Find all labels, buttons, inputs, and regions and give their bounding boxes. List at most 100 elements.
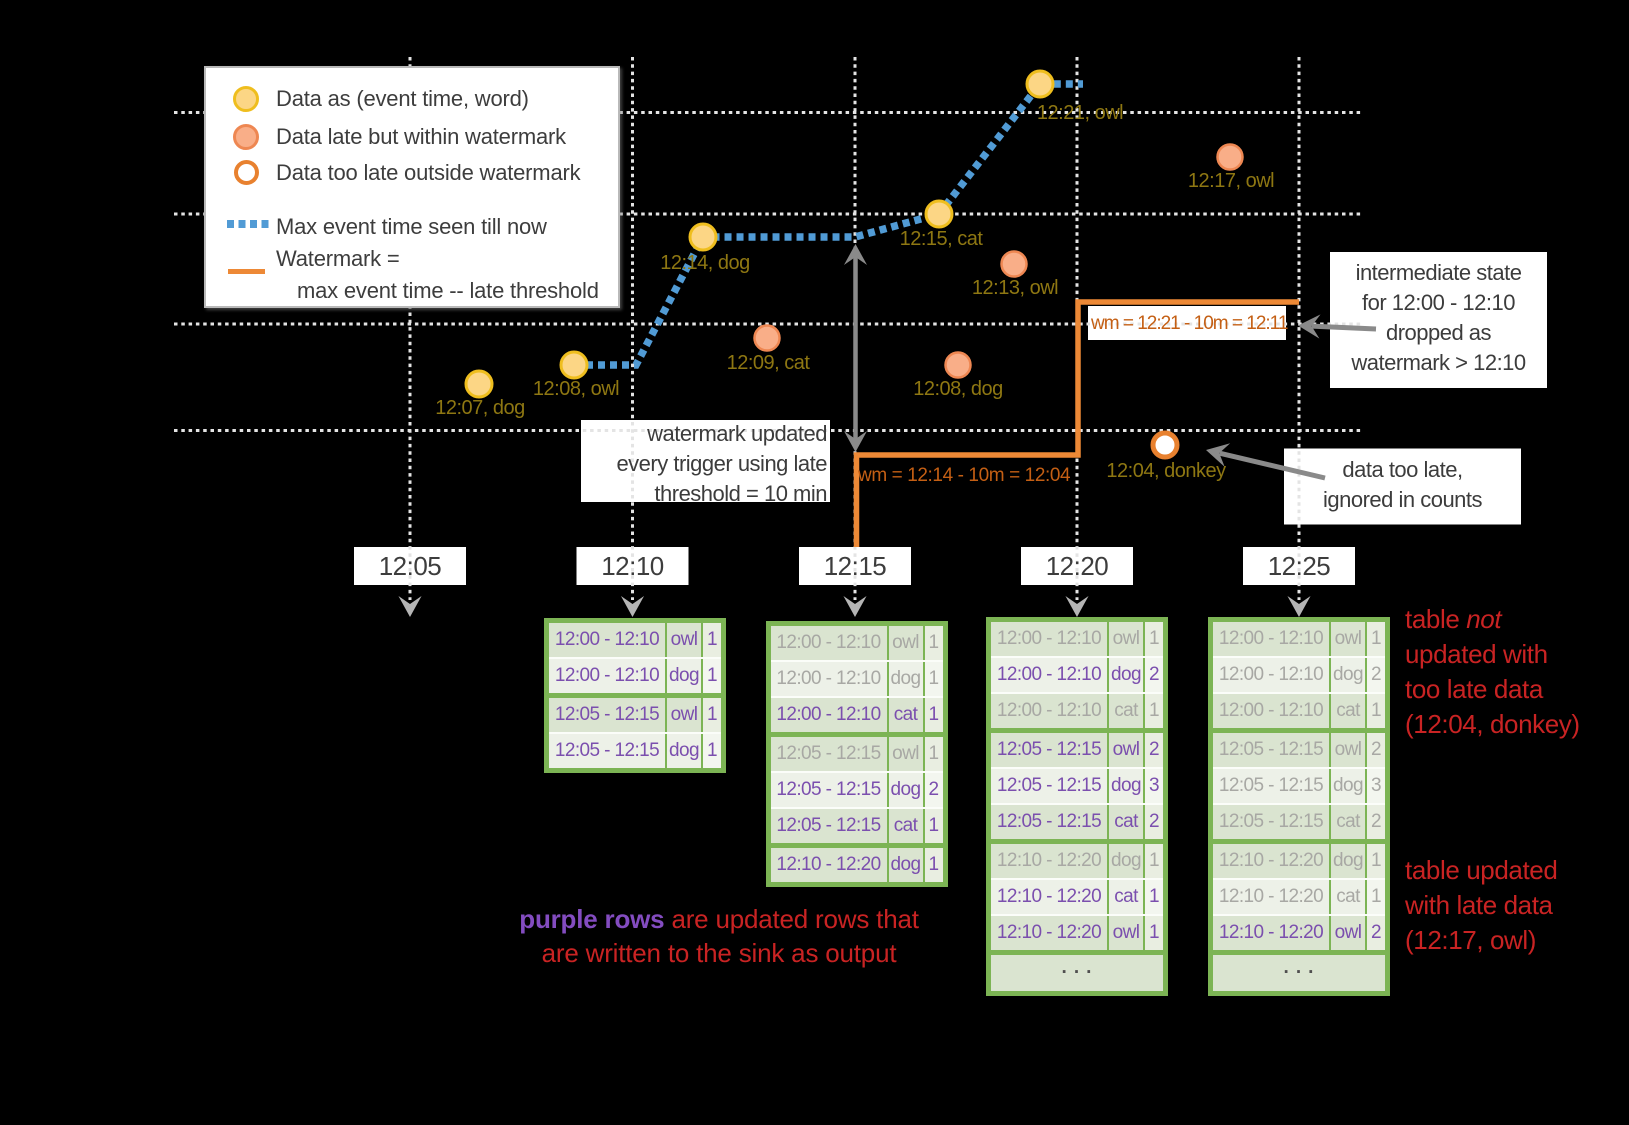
callout-arrow-shaft bbox=[1219, 450, 1326, 481]
cell-word: owl bbox=[1109, 622, 1143, 656]
note-line: too late data bbox=[1405, 673, 1543, 704]
cell-window: 12:00 - 12:10 bbox=[770, 697, 887, 732]
data-point-label: 12:08, owl bbox=[533, 378, 619, 400]
callout-arrowhead-icon bbox=[1206, 443, 1231, 467]
note-table-not-updated: table not updated with too late data (12… bbox=[1405, 602, 1580, 742]
trigger-time-label: 12:15 bbox=[823, 551, 887, 581]
cell-word: dog bbox=[1331, 769, 1365, 803]
data-point-label: 12:09, cat bbox=[727, 352, 811, 374]
table-row-separator bbox=[991, 692, 1163, 694]
note-line: table updated bbox=[1405, 854, 1558, 885]
legend-item-label: Data late but within watermark bbox=[276, 124, 566, 149]
cell-word: dog bbox=[1109, 658, 1143, 692]
table-group-separator bbox=[1213, 839, 1385, 844]
data-point-too-late bbox=[1150, 430, 1180, 460]
watermark-label-box bbox=[1088, 306, 1286, 340]
cell-word: owl bbox=[667, 623, 701, 657]
legend-item-label: Max event time seen till now bbox=[276, 214, 547, 239]
legend-yellow-dot-icon bbox=[233, 86, 259, 112]
data-point-late-ok bbox=[753, 324, 781, 352]
table-row-separator bbox=[1213, 767, 1385, 769]
table-row-separator bbox=[770, 806, 943, 809]
callout-arrow-shaft bbox=[1311, 323, 1377, 332]
cell-window: 12:05 - 12:15 bbox=[770, 736, 887, 771]
cell-count: 2 bbox=[1367, 658, 1385, 692]
cell-window: 12:05 - 12:15 bbox=[991, 805, 1107, 839]
legend-orange-line-icon bbox=[228, 269, 265, 274]
trigger-arrowhead-icon bbox=[1065, 596, 1089, 617]
cell-word: dog bbox=[1331, 844, 1365, 878]
legend-item-label: max event time -- late threshold bbox=[297, 278, 599, 303]
table-row-separator bbox=[770, 770, 943, 773]
cell-word: dog bbox=[1331, 658, 1365, 692]
data-point-label: 12:17, owl bbox=[1188, 170, 1274, 192]
trigger-time-label: 12:25 bbox=[1267, 551, 1331, 581]
cell-count: 1 bbox=[1145, 694, 1163, 728]
table-row-separator bbox=[991, 878, 1163, 880]
trigger-arrowhead-icon bbox=[398, 596, 422, 617]
callout-line: watermark > 12:10 bbox=[1351, 350, 1526, 375]
cell-count: 1 bbox=[703, 734, 721, 768]
cell-word: owl bbox=[1331, 622, 1365, 656]
cell-window: 12:05 - 12:15 bbox=[1213, 769, 1329, 803]
cell-count: 2 bbox=[924, 772, 943, 807]
cell-count: 1 bbox=[924, 697, 943, 732]
cell-word: cat bbox=[1109, 694, 1143, 728]
cell-word: cat bbox=[888, 697, 923, 732]
callout-line: data too late, bbox=[1342, 457, 1463, 482]
cell-count: 1 bbox=[703, 698, 721, 732]
trigger-arrowhead-icon bbox=[843, 596, 867, 617]
cell-window: 12:10 - 12:20 bbox=[770, 847, 887, 882]
data-point-label: 12:08, dog bbox=[913, 378, 1003, 400]
cell-word: owl bbox=[667, 698, 701, 732]
data-point-on-time bbox=[688, 222, 718, 252]
data-point-label: 12:14, dog bbox=[660, 252, 750, 274]
callout-line: every trigger using late bbox=[616, 451, 827, 476]
data-point-label: 12:04, donkey bbox=[1106, 460, 1226, 482]
cell-window: 12:00 - 12:10 bbox=[991, 658, 1107, 692]
cell-word: cat bbox=[1331, 694, 1365, 728]
watermark-line bbox=[853, 299, 1299, 547]
table-row-separator bbox=[1213, 914, 1385, 916]
table-group-separator bbox=[991, 950, 1163, 955]
data-point-on-time bbox=[924, 199, 954, 229]
data-point-label: 12:13, owl bbox=[972, 277, 1058, 299]
cell-count: 1 bbox=[703, 623, 721, 657]
cell-window: 12:00 - 12:10 bbox=[1213, 658, 1329, 692]
cell-window: 12:10 - 12:20 bbox=[1213, 844, 1329, 878]
callout-line: threshold = 10 min bbox=[654, 481, 827, 506]
threshold-arrowhead-icon bbox=[843, 431, 868, 452]
data-point-on-time bbox=[1025, 69, 1055, 99]
cell-count: 1 bbox=[703, 659, 721, 693]
trigger-time-label: 12:10 bbox=[601, 551, 664, 581]
cell-word: dog bbox=[1109, 844, 1143, 878]
cell-count: 1 bbox=[1145, 622, 1163, 656]
table-row-separator bbox=[991, 914, 1163, 916]
callout-box bbox=[1284, 448, 1521, 525]
legend-item-label: Data too late outside watermark bbox=[276, 160, 581, 185]
cell-count: 1 bbox=[1367, 880, 1385, 914]
cell-word: dog bbox=[888, 772, 923, 807]
callout-line: ignored in counts bbox=[1322, 487, 1483, 512]
note-line: with late data bbox=[1405, 889, 1553, 920]
data-point-on-time bbox=[559, 350, 589, 380]
